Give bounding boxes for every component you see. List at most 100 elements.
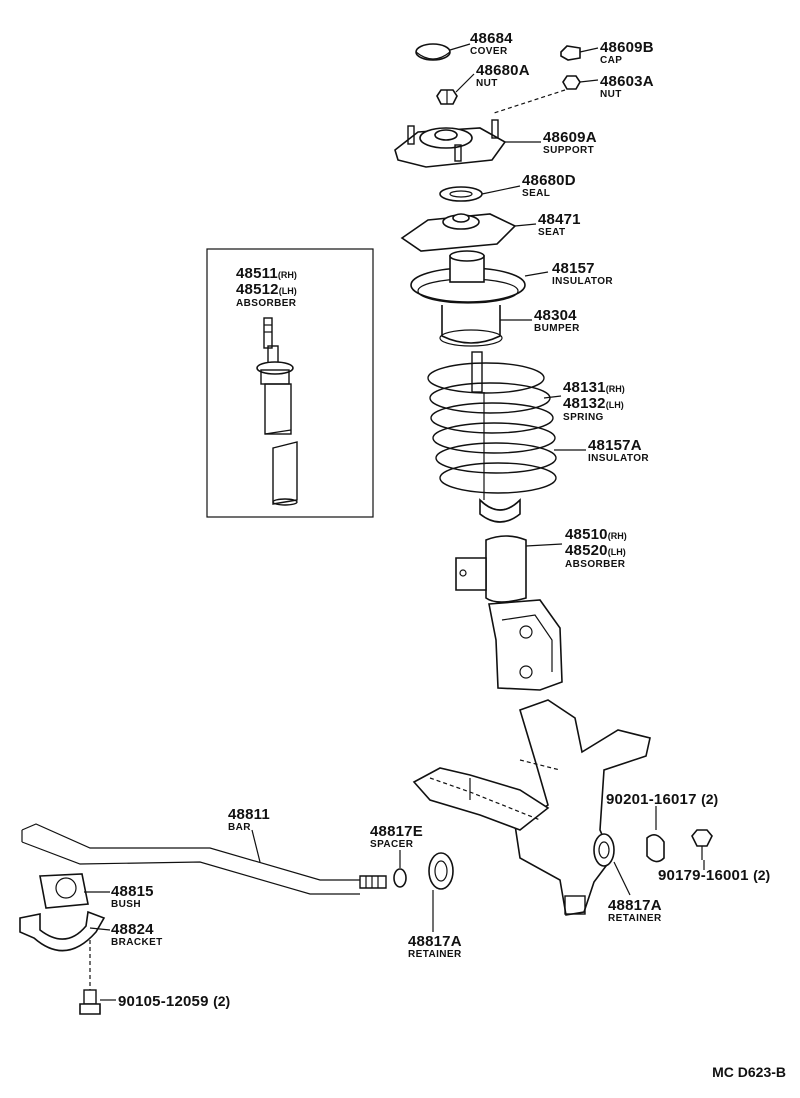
part-name: INSULATOR: [552, 276, 614, 287]
part-number: 48680D: [522, 172, 576, 189]
part-name: ABSORBER: [565, 559, 626, 570]
part-name: INSULATOR: [588, 453, 650, 464]
label-support: 48609A SUPPORT: [543, 130, 597, 156]
upper-insulator-part: [410, 250, 526, 304]
part-number: 48157: [552, 260, 595, 277]
label-spring: 48131(RH) 48132(LH) SPRING: [563, 380, 625, 423]
nut-48680a-part: [436, 89, 458, 105]
part-name: BUMPER: [534, 323, 580, 334]
part-number: 48817E: [370, 823, 423, 840]
part-name: SPACER: [370, 839, 414, 850]
label-bar: 48811 BAR: [228, 807, 270, 833]
label-seal: 48680D SEAL: [522, 173, 576, 199]
label-retainer-center: 48817A RETAINER: [408, 934, 462, 960]
part-qty: (2): [701, 791, 719, 807]
part-number: 48817A: [408, 933, 462, 950]
part-number: 48824: [111, 921, 154, 938]
part-name: NUT: [600, 89, 622, 100]
part-number-lh: 48512: [236, 281, 279, 298]
part-number-lh: 48520: [565, 542, 608, 559]
part-name: SPRING: [563, 412, 604, 423]
nut-90179-part: [691, 829, 713, 860]
label-insulator-lower: 48157A INSULATOR: [588, 438, 649, 464]
side-lh: (LH): [605, 400, 624, 410]
side-lh: (LH): [278, 286, 297, 296]
label-bumper: 48304 BUMPER: [534, 308, 580, 334]
part-name: RETAINER: [608, 913, 662, 924]
leader-lines: [84, 43, 705, 1001]
bumper-part: [439, 305, 503, 347]
absorber-inset-frame: [206, 248, 374, 518]
part-number: 90105-12059: [118, 993, 209, 1010]
part-number: 48811: [228, 806, 270, 823]
part-number: 48817A: [608, 897, 662, 914]
part-number: 90201-16017: [606, 791, 697, 808]
label-cap: 48609B CAP: [600, 40, 654, 66]
cap-part: [560, 45, 581, 61]
part-number-rh: 48510: [565, 526, 608, 543]
bolt-90201-part: [646, 834, 665, 863]
part-number-rh: 48511: [236, 265, 278, 282]
part-number-lh: 48132: [563, 395, 606, 412]
strut-absorber-part: [455, 535, 563, 691]
bracket-part: [19, 910, 106, 952]
spacer-part: [393, 868, 407, 888]
part-number: 48157A: [588, 437, 642, 454]
label-cover: 48684 COVER: [470, 31, 513, 57]
bush-part: [39, 873, 89, 909]
side-rh: (RH): [277, 270, 297, 280]
side-lh: (LH): [607, 547, 626, 557]
seal-part: [439, 186, 483, 202]
label-nut-48680a: 48680A NUT: [476, 63, 530, 89]
nut-48603a-part: [562, 75, 581, 90]
cover-part: [415, 43, 451, 61]
label-bush: 48815 BUSH: [111, 884, 154, 910]
side-rh: (RH): [605, 384, 625, 394]
label-cartridge-absorber: 48511(RH) 48512(LH) ABSORBER: [236, 266, 297, 309]
spring-part: [427, 351, 557, 500]
label-nut-48603a: 48603A NUT: [600, 74, 654, 100]
label-bolt-90201: 90201-16017 (2): [606, 792, 718, 808]
part-name: BRACKET: [111, 937, 163, 948]
part-number: 48471: [538, 211, 581, 228]
part-number: 48304: [534, 307, 577, 324]
part-number: 48609B: [600, 39, 654, 56]
part-name: CAP: [600, 55, 623, 66]
label-strut-absorber: 48510(RH) 48520(LH) ABSORBER: [565, 527, 627, 570]
label-spacer: 48817E SPACER: [370, 824, 423, 850]
part-name: SEAT: [538, 227, 566, 238]
cartridge-absorber-drawing: [256, 317, 298, 506]
label-insulator-upper: 48157 INSULATOR: [552, 261, 613, 287]
part-number: 48684: [470, 30, 513, 47]
part-number-rh: 48131: [563, 379, 606, 396]
part-qty: (2): [213, 993, 231, 1009]
part-name: BUSH: [111, 899, 141, 910]
stabilizer-bar-part: [21, 823, 387, 895]
support-part: [394, 119, 507, 168]
label-bolt-90105: 90105-12059 (2): [118, 994, 230, 1010]
retainer-center-part: [428, 852, 454, 890]
label-nut-90179: 90179-16001 (2): [658, 868, 770, 884]
part-name: SEAL: [522, 188, 551, 199]
side-rh: (RH): [607, 531, 627, 541]
part-number: 48603A: [600, 73, 654, 90]
seat-part: [400, 213, 517, 252]
part-name: COVER: [470, 46, 508, 57]
label-retainer-right: 48817A RETAINER: [608, 898, 662, 924]
part-name: SUPPORT: [543, 145, 595, 156]
label-seat: 48471 SEAT: [538, 212, 581, 238]
part-number: 48680A: [476, 62, 530, 79]
diagram-code: MC D623-B: [712, 1064, 786, 1080]
label-bracket: 48824 BRACKET: [111, 922, 163, 948]
steering-knuckle-part: [412, 699, 651, 916]
part-number: 48609A: [543, 129, 597, 146]
part-name: BAR: [228, 822, 251, 833]
part-name: ABSORBER: [236, 298, 297, 309]
part-name: NUT: [476, 78, 498, 89]
part-number: 48815: [111, 883, 154, 900]
part-name: RETAINER: [408, 949, 462, 960]
part-number: 90179-16001: [658, 867, 749, 884]
part-qty: (2): [753, 867, 771, 883]
lower-insulator-part: [479, 498, 521, 523]
